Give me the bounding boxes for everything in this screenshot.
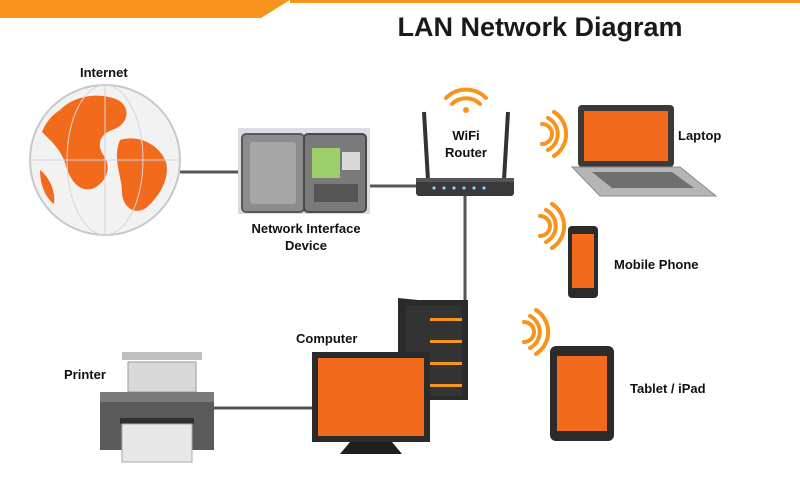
cables: [180, 170, 467, 410]
tablet-label: Tablet / iPad: [630, 381, 706, 396]
tablet-icon: [550, 346, 614, 441]
computer-label: Computer: [296, 331, 358, 346]
router-label: WiFi Router: [436, 127, 496, 161]
printer-icon: [100, 352, 214, 463]
wifi-signal-icon: [540, 110, 569, 158]
laptop-label: Laptop: [678, 128, 722, 143]
wifi-signal-icon: [522, 308, 551, 356]
globe-icon: [29, 84, 181, 236]
printer-label: Printer: [64, 367, 106, 382]
nid-label-line-2: Device: [285, 238, 327, 253]
header-banner: [0, 0, 290, 18]
header-rule: [290, 0, 800, 3]
page-title: LAN Network Diagram: [397, 12, 683, 42]
router-label-line-1: WiFi: [452, 128, 480, 143]
router-label-line-2: Router: [445, 145, 487, 160]
network-interface-device-icon: [238, 128, 370, 214]
wifi-signal-icon: [444, 87, 488, 113]
wifi-signal-icon: [538, 202, 567, 250]
nid-label: Network Interface Device: [236, 220, 376, 254]
mobile-phone-label: Mobile Phone: [614, 257, 699, 272]
nid-label-line-1: Network Interface: [251, 221, 361, 236]
internet-label: Internet: [80, 65, 128, 80]
monitor-icon: [312, 352, 430, 454]
mobile-phone-icon: [568, 226, 598, 298]
laptop-icon: [570, 105, 718, 197]
wifi-router-icon: [416, 111, 514, 196]
